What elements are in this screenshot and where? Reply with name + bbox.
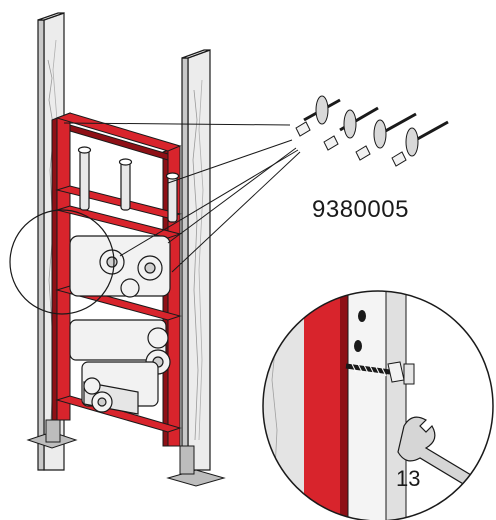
frame-feet [26, 419, 226, 487]
part-number-label: 9380005 [312, 196, 409, 223]
wall-anchor-bolt-icon [295, 95, 341, 137]
detail-magnifier [262, 290, 494, 520]
water-pipes [77, 146, 180, 223]
wrench-size-label: 13 [396, 466, 421, 491]
highlight-circle [9, 209, 115, 315]
anchor-bolt-set [295, 95, 449, 167]
open-end-wrench-icon [397, 416, 487, 495]
wall-post-right [181, 49, 211, 471]
fitting-assembly [69, 235, 171, 415]
leader-lines [63, 122, 301, 273]
